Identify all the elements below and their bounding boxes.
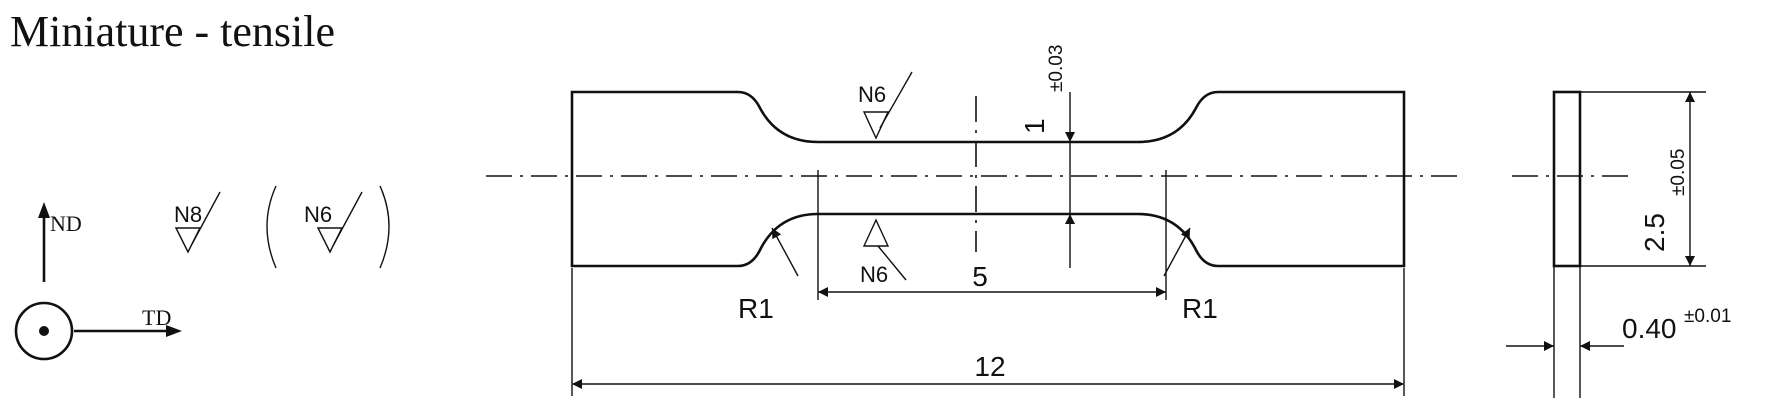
bracket-finish-symbol: N6 xyxy=(266,185,390,269)
side-view-outline xyxy=(1552,90,1582,268)
fillet-right-label: R1 xyxy=(1182,293,1218,324)
gauge-width-tolerance: ±0.03 xyxy=(1046,45,1067,92)
right-bracket-icon xyxy=(379,185,390,269)
nd-label: ND xyxy=(50,211,82,236)
fillet-radius-right: R1 xyxy=(1163,227,1218,324)
finish-triangle-icon xyxy=(862,218,890,247)
fillet-radius-left: R1 xyxy=(738,227,799,324)
finish-bottom-label: N6 xyxy=(860,262,888,287)
finish-tick-icon xyxy=(879,71,913,129)
grip-width-value: 2.5 xyxy=(1639,213,1670,252)
finish-triangle-icon xyxy=(174,227,202,254)
specimen-side-view: 2.5 ±0.05 0.40 ±0.01 xyxy=(1506,90,1731,398)
finish-general-label: N8 xyxy=(174,202,202,227)
specimen-outline xyxy=(570,90,1406,268)
page-title: Miniature - tensile xyxy=(10,7,336,56)
gauge-length-dimension: 5 xyxy=(817,170,1167,300)
fillet-left-label: R1 xyxy=(738,293,774,324)
thickness-tolerance: ±0.01 xyxy=(1684,306,1731,327)
gauge-width-value: 1 xyxy=(1019,118,1050,134)
bottom-gauge-finish: N6 xyxy=(860,218,907,287)
overall-length-dimension: 12 xyxy=(571,268,1405,396)
coordinate-axes: ND TD xyxy=(14,202,182,361)
finish-tick-icon xyxy=(191,191,221,245)
td-arrow-icon xyxy=(166,325,182,337)
nd-arrow-icon xyxy=(38,202,50,218)
finish-triangle-icon xyxy=(862,111,890,140)
rd-dot-icon xyxy=(39,326,49,336)
top-gauge-finish: N6 xyxy=(858,71,913,140)
thickness-value: 0.40 xyxy=(1622,313,1677,344)
td-label: TD xyxy=(142,305,171,330)
fillet-right-leader xyxy=(1163,227,1191,277)
gauge-width-dimension: 1 ±0.03 xyxy=(1019,45,1075,268)
finish-tick-icon xyxy=(877,245,907,281)
gauge-length-value: 5 xyxy=(972,261,988,292)
finish-tick-icon xyxy=(333,191,363,245)
fillet-left-leader xyxy=(771,227,799,277)
specimen-top-view xyxy=(486,90,1460,268)
grip-width-tolerance: ±0.05 xyxy=(1668,149,1689,196)
finish-top-label: N6 xyxy=(858,82,886,107)
finish-triangle-icon xyxy=(316,227,344,254)
left-bracket-icon xyxy=(266,185,277,269)
rd-circle-icon xyxy=(14,301,74,361)
general-finish-symbol: N8 xyxy=(174,191,221,254)
overall-length-value: 12 xyxy=(974,351,1005,382)
finish-bracket-label: N6 xyxy=(304,202,332,227)
